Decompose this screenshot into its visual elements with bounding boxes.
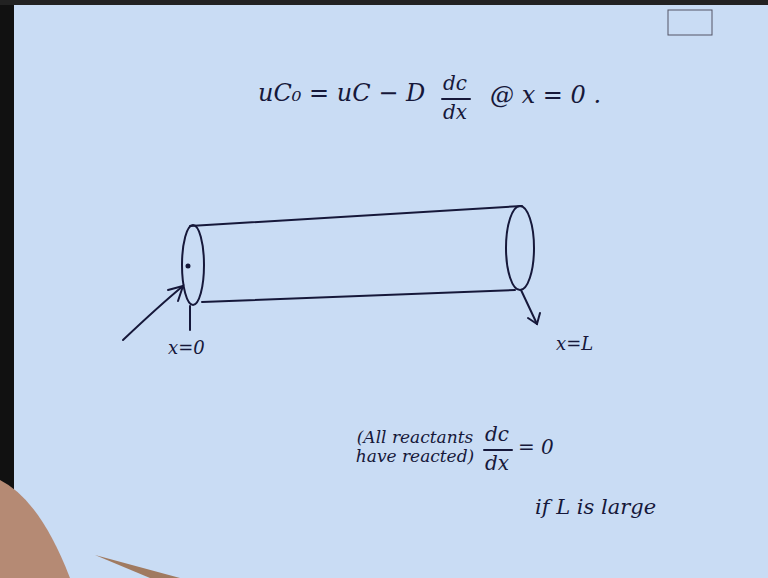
tube-wall bbox=[190, 206, 522, 226]
fraction-numerator: dc bbox=[485, 423, 509, 445]
equation-text: uC₀ = uC − D bbox=[258, 80, 425, 106]
fraction-bar bbox=[484, 449, 512, 451]
inlet-face bbox=[182, 225, 204, 305]
inlet-arrow bbox=[123, 286, 183, 340]
hand bbox=[0, 480, 70, 578]
position-label: x=0 bbox=[168, 338, 205, 358]
dot bbox=[187, 265, 190, 268]
equation-text: = 0 bbox=[518, 436, 554, 458]
tube-wall bbox=[202, 290, 515, 302]
tick-mark bbox=[189, 306, 191, 330]
fraction-denominator: dx bbox=[485, 452, 509, 474]
pen bbox=[95, 555, 180, 578]
position-label: x=L bbox=[556, 334, 593, 354]
fraction-numerator: dc bbox=[443, 72, 467, 94]
boundary-position: @ x = 0 . bbox=[490, 82, 601, 108]
fraction-bar bbox=[442, 98, 470, 100]
arrow-head bbox=[528, 313, 540, 324]
note-text: (All reactants have reacted) bbox=[340, 428, 490, 465]
arrow-head bbox=[168, 286, 183, 301]
logo-box bbox=[668, 10, 712, 35]
outlet-face bbox=[506, 206, 534, 290]
fraction-denominator: dx bbox=[443, 101, 467, 123]
note-text: if L is large bbox=[535, 496, 656, 519]
board-edge bbox=[0, 0, 768, 5]
